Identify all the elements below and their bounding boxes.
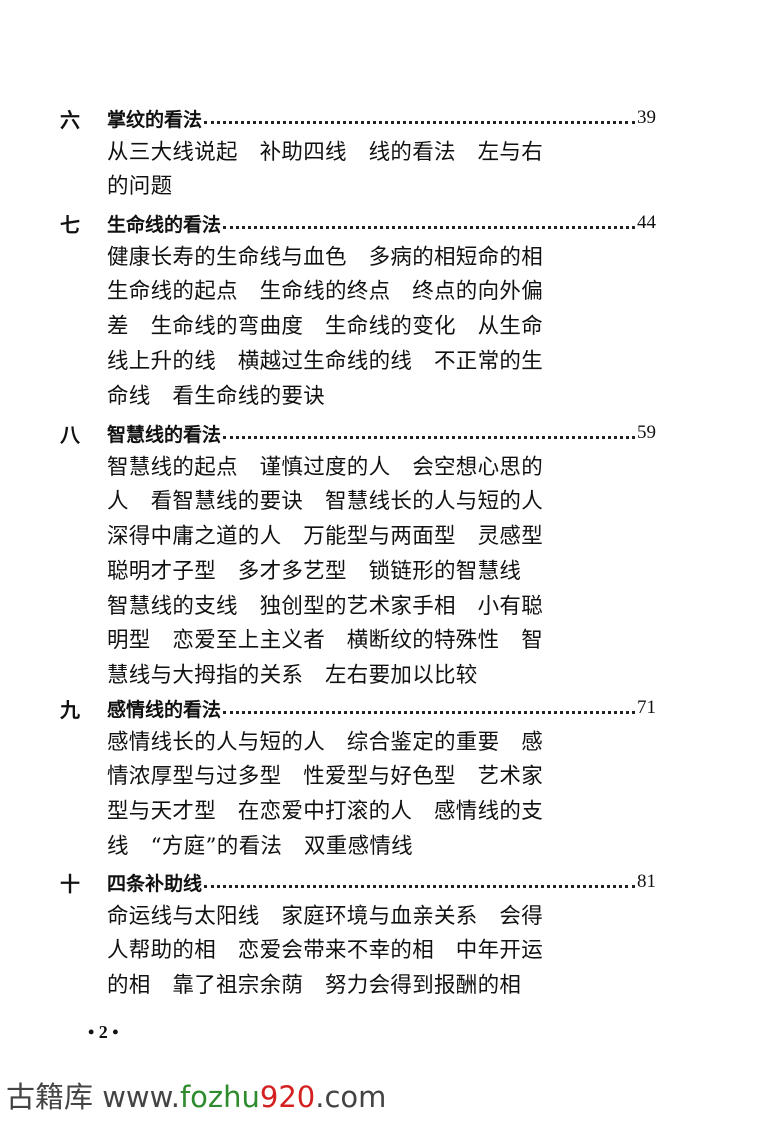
chapter-title: 感情线的看法	[107, 698, 222, 721]
toc-subtopic-line: 的问题	[107, 174, 173, 200]
toc-subtopic-line: 生命线的起点 生命线的终点 终点的向外偏	[107, 279, 544, 305]
chapter-page: 44	[637, 212, 656, 233]
toc-subtopic-line: 人帮助的相 恋爱会带来不幸的相 中年开运	[107, 938, 544, 964]
toc-subtopic-line: 深得中庸之道的人 万能型与两面型 灵感型	[107, 524, 544, 550]
dot-leader	[223, 225, 635, 229]
chapter-number: 八	[60, 422, 80, 447]
chapter-page: 59	[637, 422, 656, 443]
toc-chapter-entry: 七 生命线的看法 44	[60, 208, 656, 238]
toc-chapter-entry: 八 智慧线的看法 59	[60, 418, 656, 448]
chapter-page: 39	[637, 107, 656, 128]
toc-subtopic-line: 感情线长的人与短的人 综合鉴定的重要 感	[107, 729, 544, 755]
toc-chapter-entry: 十 四条补助线 81	[60, 867, 656, 897]
watermark-part2: 920	[259, 1080, 316, 1114]
toc-subtopic-line: 智慧线的起点 谨慎过度的人 会空想心思的	[107, 454, 544, 480]
toc-subtopic-line: 智慧线的支线 独创型的艺术家手相 小有聪	[107, 593, 544, 619]
toc-subtopic-line: 健康长寿的生命线与血色 多病的相短命的相	[107, 244, 544, 270]
toc-subtopic-line: 慧线与大拇指的关系 左右要加以比较	[107, 662, 478, 688]
chapter-page: 81	[637, 871, 656, 892]
chapter-title: 四条补助线	[107, 872, 203, 895]
chapter-title: 生命线的看法	[107, 213, 222, 236]
dot-leader	[204, 884, 635, 888]
toc-subtopic-line: 型与天才型 在恋爱中打滚的人 感情线的支	[107, 799, 544, 825]
watermark: 古籍库 www.fozhu920.com	[6, 1074, 386, 1116]
chapter-title: 智慧线的看法	[107, 423, 222, 446]
watermark-suffix: .com	[315, 1080, 387, 1114]
dot-leader	[223, 710, 635, 714]
toc-subtopic-line: 命运线与太阳线 家庭环境与血亲关系 会得	[107, 903, 544, 929]
watermark-prefix: 古籍库 www.	[6, 1080, 180, 1114]
toc-subtopic-line: 命线 看生命线的要诀	[107, 383, 326, 409]
toc-subtopic-line: 情浓厚型与过多型 性爱型与好色型 艺术家	[107, 764, 544, 790]
page-number: • 2 •	[88, 1022, 119, 1042]
chapter-number: 十	[60, 871, 80, 896]
toc-subtopic-line: 人 看智慧线的要诀 智慧线长的人与短的人	[107, 489, 544, 515]
toc-chapter-entry: 六 掌纹的看法 39	[60, 103, 656, 133]
dot-leader	[223, 435, 635, 439]
dot-leader	[204, 120, 635, 124]
chapter-title: 掌纹的看法	[107, 108, 203, 131]
toc-chapter-entry: 九 感情线的看法 71	[60, 693, 656, 723]
toc-subtopic-line: 线 “方庭”的看法 双重感情线	[107, 833, 413, 859]
toc-subtopic-line: 差 生命线的弯曲度 生命线的变化 从生命	[107, 314, 544, 340]
watermark-part1: fozhu	[179, 1080, 260, 1114]
chapter-number: 九	[60, 697, 80, 722]
chapter-page: 71	[637, 697, 656, 718]
chapter-number: 七	[60, 212, 80, 237]
toc-subtopic-line: 聪明才子型 多才多艺型 锁链形的智慧线	[107, 558, 522, 584]
toc-subtopic-line: 明型 恋爱至上主义者 横断纹的特殊性 智	[107, 628, 544, 654]
toc-subtopic-line: 线上升的线 横越过生命线的线 不正常的生	[107, 348, 544, 374]
chapter-number: 六	[60, 107, 80, 132]
toc-subtopic-line: 的相 靠了祖宗余荫 努力会得到报酬的相	[107, 973, 522, 999]
toc-subtopic-line: 从三大线说起 补助四线 线的看法 左与右	[107, 139, 544, 165]
